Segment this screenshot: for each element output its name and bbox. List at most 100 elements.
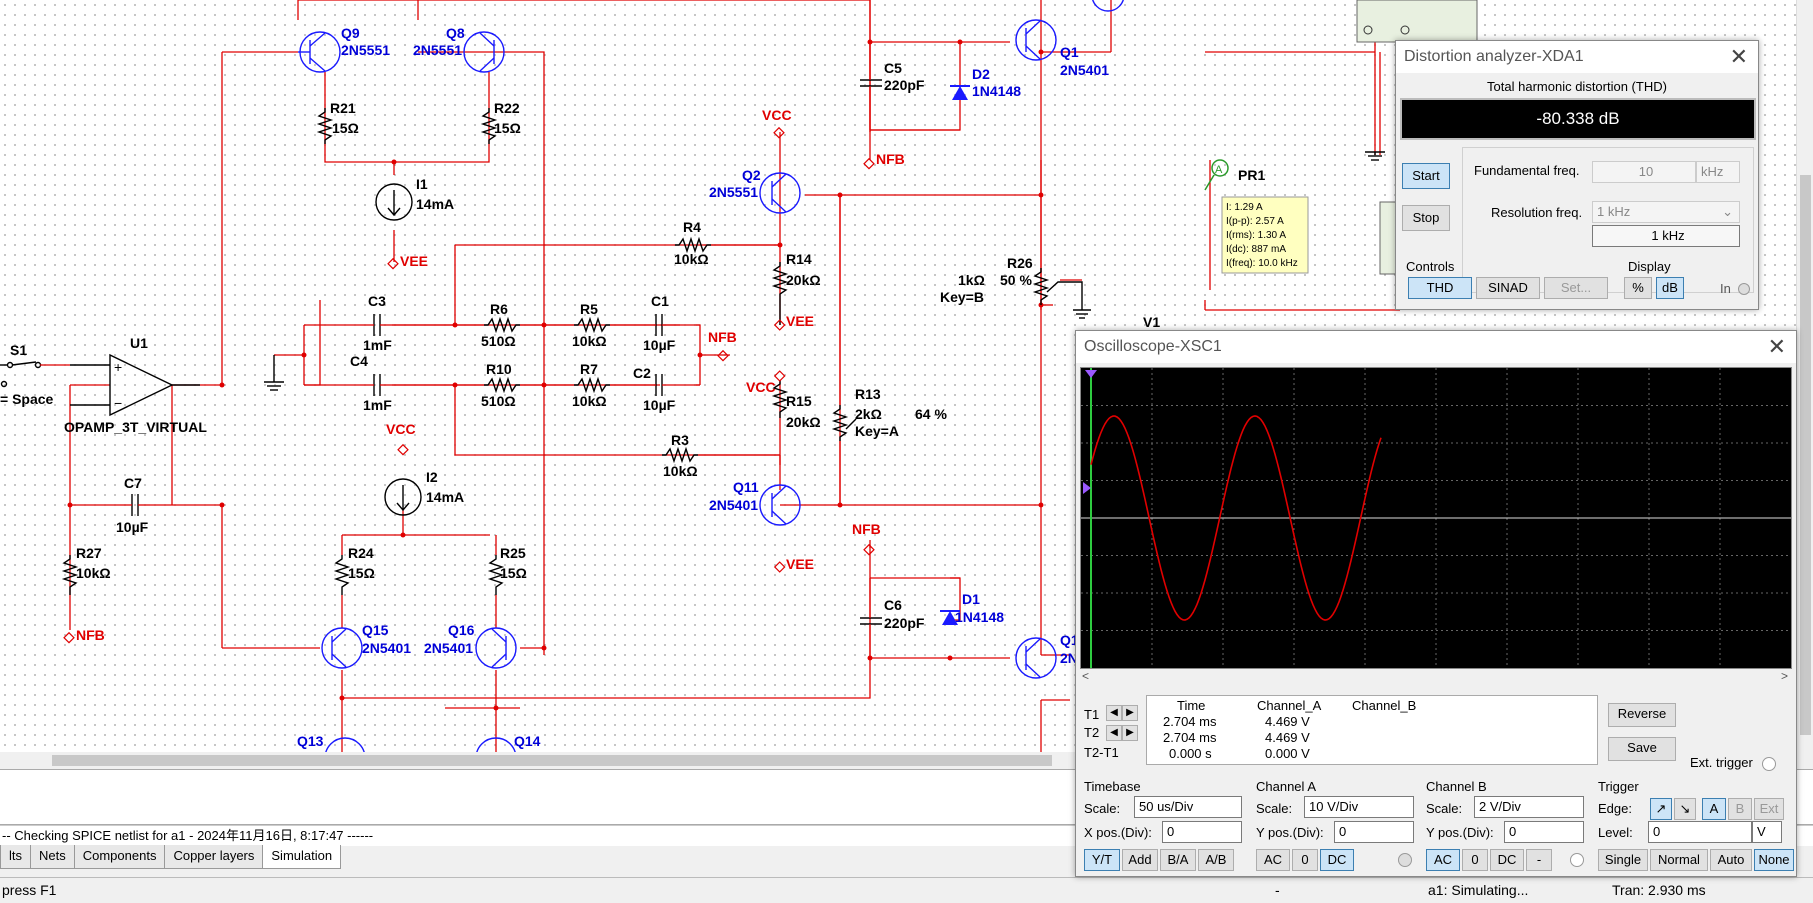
q11-symbol[interactable] xyxy=(759,484,801,526)
r22-ref: R22 xyxy=(494,100,520,116)
q-top-partial-symbol[interactable] xyxy=(1092,0,1124,12)
scope-screen[interactable] xyxy=(1080,367,1792,669)
ext-trigger-terminal-icon[interactable] xyxy=(1762,757,1776,771)
channel-b-ac-button[interactable]: AC xyxy=(1426,849,1460,871)
d1-symbol[interactable] xyxy=(940,610,960,625)
c4-symbol[interactable] xyxy=(373,374,381,396)
q15-symbol[interactable] xyxy=(321,627,363,669)
q9-symbol[interactable] xyxy=(298,31,341,73)
i1-symbol[interactable] xyxy=(375,183,413,221)
q8-symbol[interactable] xyxy=(463,31,505,73)
timebase-xpos-input[interactable]: 0 xyxy=(1162,821,1242,843)
timebase-scale-input[interactable]: 50 us/Div xyxy=(1134,796,1242,818)
tab-results[interactable]: lts xyxy=(0,845,31,869)
q2-symbol[interactable] xyxy=(759,172,801,214)
add-button[interactable]: Add xyxy=(1122,849,1158,871)
q-partial-symbol[interactable] xyxy=(1015,637,1057,679)
tab-nets[interactable]: Nets xyxy=(30,845,75,869)
trigger-a-button[interactable]: A xyxy=(1702,798,1726,820)
reverse-button[interactable]: Reverse xyxy=(1608,703,1676,727)
channel-b-minus-button[interactable]: - xyxy=(1526,849,1552,871)
channel-a-terminal-icon[interactable] xyxy=(1398,853,1412,867)
start-button[interactable]: Start xyxy=(1402,163,1450,189)
vertical-scrollbar[interactable] xyxy=(1796,0,1813,752)
r5-symbol[interactable] xyxy=(574,316,610,334)
scroll-left-icon[interactable]: < xyxy=(1082,669,1090,683)
save-button[interactable]: Save xyxy=(1608,737,1676,761)
percent-button[interactable]: % xyxy=(1624,277,1652,299)
r15-symbol[interactable] xyxy=(771,380,789,418)
channel-b-ypos-input[interactable]: 0 xyxy=(1504,821,1584,843)
c3-symbol[interactable] xyxy=(373,314,381,336)
thd-button[interactable]: THD xyxy=(1408,277,1472,299)
channel-a-scale-input[interactable]: 10 V/Div xyxy=(1304,796,1414,818)
vertical-scroll-thumb[interactable] xyxy=(1800,175,1811,735)
trigger-level-input[interactable]: 0 xyxy=(1648,821,1752,843)
t1-left-icon[interactable]: ◀ xyxy=(1106,705,1122,721)
channel-b-terminal-icon[interactable] xyxy=(1570,853,1584,867)
tab-copper-layers[interactable]: Copper layers xyxy=(164,845,264,869)
tab-simulation[interactable]: Simulation xyxy=(262,845,342,869)
channel-a-ac-button[interactable]: AC xyxy=(1256,849,1290,871)
t2-left-icon[interactable]: ◀ xyxy=(1106,725,1122,741)
pr1-probe[interactable]: A xyxy=(1204,159,1229,191)
r10-symbol[interactable] xyxy=(484,376,520,394)
horizontal-scroll-thumb[interactable] xyxy=(52,755,1052,766)
channel-a-zero-button[interactable]: 0 xyxy=(1292,849,1318,871)
r6-symbol[interactable] xyxy=(484,316,520,334)
d2-symbol[interactable] xyxy=(950,85,970,100)
resolution-select[interactable]: 1 kHz⌄ xyxy=(1592,201,1740,223)
r24-symbol[interactable] xyxy=(333,555,351,595)
t2-right-icon[interactable]: ▶ xyxy=(1122,725,1138,741)
r3-symbol[interactable] xyxy=(662,446,698,464)
fundamental-input[interactable]: 10 xyxy=(1592,161,1696,183)
channel-a-dc-button[interactable]: DC xyxy=(1320,849,1354,871)
rising-edge-icon[interactable]: ↗ xyxy=(1650,798,1672,820)
distortion-close-icon[interactable]: ✕ xyxy=(1729,44,1748,69)
none-button[interactable]: None xyxy=(1754,849,1794,871)
scroll-right-icon[interactable]: > xyxy=(1780,669,1788,683)
channel-a-ypos-input[interactable]: 0 xyxy=(1334,821,1414,843)
stop-button[interactable]: Stop xyxy=(1402,205,1450,231)
channel-b-zero-button[interactable]: 0 xyxy=(1462,849,1488,871)
s1-symbol[interactable] xyxy=(0,361,42,388)
t1-right-icon[interactable]: ▶ xyxy=(1122,705,1138,721)
sinad-button[interactable]: SINAD xyxy=(1476,277,1540,299)
r25-symbol[interactable] xyxy=(487,555,505,595)
falling-edge-icon[interactable]: ↘ xyxy=(1674,798,1696,820)
r21-symbol[interactable] xyxy=(316,108,334,144)
thd-display: -80.338 dB xyxy=(1400,98,1756,140)
auto-button[interactable]: Auto xyxy=(1710,849,1752,871)
c5-symbol[interactable] xyxy=(860,79,882,87)
normal-button[interactable]: Normal xyxy=(1650,849,1708,871)
scope-hscroll[interactable]: <> xyxy=(1080,669,1790,685)
trigger-b-button[interactable]: B xyxy=(1728,798,1752,820)
channel-b-scale-input[interactable]: 2 V/Div xyxy=(1474,796,1584,818)
yt-button[interactable]: Y/T xyxy=(1084,849,1120,871)
r22-symbol[interactable] xyxy=(480,108,498,144)
ab-button[interactable]: A/B xyxy=(1198,849,1234,871)
r7-symbol[interactable] xyxy=(574,376,610,394)
q16-symbol[interactable] xyxy=(475,627,517,669)
c7-symbol[interactable] xyxy=(131,494,139,516)
tab-components[interactable]: Components xyxy=(73,845,166,869)
ba-button[interactable]: B/A xyxy=(1160,849,1196,871)
u1-symbol[interactable] xyxy=(70,353,200,417)
c6-symbol[interactable] xyxy=(860,617,882,625)
r4-symbol[interactable] xyxy=(675,236,711,254)
r14-symbol[interactable] xyxy=(771,262,789,325)
i2-symbol[interactable] xyxy=(384,478,422,516)
set-button[interactable]: Set... xyxy=(1544,277,1608,299)
trigger-ext-button[interactable]: Ext xyxy=(1754,798,1784,820)
single-button[interactable]: Single xyxy=(1598,849,1648,871)
oscilloscope-close-icon[interactable]: ✕ xyxy=(1767,334,1786,359)
r27-symbol[interactable] xyxy=(61,555,79,595)
fundamental-unit[interactable]: kHz xyxy=(1696,161,1740,183)
r13-symbol[interactable] xyxy=(831,405,849,441)
q1-symbol[interactable] xyxy=(1015,19,1057,61)
r26-pct: 50 % xyxy=(1000,272,1032,288)
channel-b-dc-button[interactable]: DC xyxy=(1490,849,1524,871)
in-terminal-icon[interactable] xyxy=(1738,283,1750,295)
db-button[interactable]: dB xyxy=(1656,277,1684,299)
r26-symbol[interactable] xyxy=(1032,268,1050,305)
